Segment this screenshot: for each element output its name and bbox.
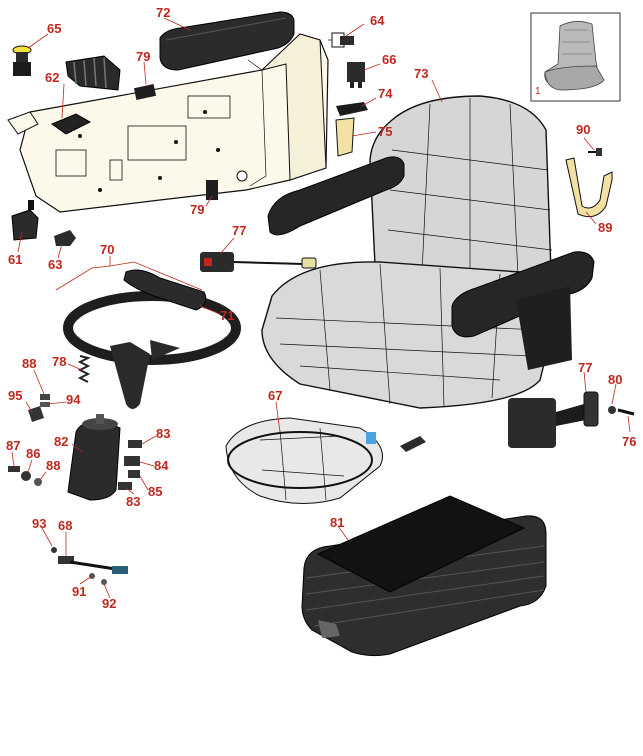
relay-66 [347, 62, 365, 88]
callout-73: 73 [414, 66, 428, 81]
callout-88a: 88 [22, 356, 36, 371]
bracket-89 [565, 157, 613, 218]
fittings-83-84-85 [118, 440, 142, 490]
callout-68: 68 [58, 518, 72, 533]
callout-78: 78 [52, 354, 66, 369]
callout-90: 90 [576, 122, 590, 137]
callout-70: 70 [100, 242, 114, 257]
callout-84: 84 [154, 458, 169, 473]
latch [400, 436, 426, 452]
connector-64 [328, 32, 354, 48]
bracket-75 [335, 117, 355, 157]
callout-61: 61 [8, 252, 22, 267]
seat-belt-77a [200, 252, 317, 272]
seat-plate-67 [225, 417, 383, 504]
switch-63 [54, 230, 76, 246]
rod-68 [51, 547, 128, 585]
bolt-80-76 [608, 406, 635, 416]
suspension-81 [301, 495, 547, 657]
switch-61 [11, 200, 39, 241]
steering-unit-82 [67, 414, 121, 501]
callout-numbers: 65 72 64 79 62 66 73 74 75 90 89 79 61 6… [6, 5, 636, 611]
callout-87: 87 [6, 438, 20, 453]
fittings-87-86-88 [8, 466, 42, 486]
strap-74 [336, 102, 368, 116]
seat-belt-77b [508, 391, 599, 448]
callout-91: 91 [72, 584, 86, 599]
callout-86: 86 [26, 446, 40, 461]
callout-63: 63 [48, 257, 62, 272]
dash-panel [7, 33, 329, 213]
callout-93: 93 [32, 516, 46, 531]
switch-79a [133, 84, 157, 100]
callout-62: 62 [45, 70, 59, 85]
callout-85: 85 [148, 484, 162, 499]
part-95 [28, 406, 44, 422]
callout-64: 64 [370, 13, 385, 28]
steering-wheel-70 [63, 291, 241, 409]
callout-71: 71 [220, 308, 234, 323]
cover-71 [123, 269, 207, 311]
callout-81: 81 [330, 515, 344, 530]
callout-83b: 83 [126, 494, 140, 509]
callout-77a: 77 [232, 223, 246, 238]
armrest-pad-72 [159, 11, 295, 71]
callout-94: 94 [66, 392, 81, 407]
inset-label: 1 [535, 86, 541, 97]
callout-65: 65 [47, 21, 61, 36]
callout-67: 67 [268, 388, 282, 403]
callout-66: 66 [382, 52, 396, 67]
part-94 [40, 402, 50, 407]
part-88a [40, 394, 50, 400]
seat-73 [261, 95, 595, 409]
callout-77b: 77 [578, 360, 592, 375]
callout-72: 72 [156, 5, 170, 20]
callout-82: 82 [54, 434, 68, 449]
inset-thumbnail: 1 [530, 12, 621, 102]
spring-78 [77, 355, 91, 383]
callout-79b: 79 [190, 202, 204, 217]
switch-79b [206, 180, 218, 200]
leader-lines [11, 17, 631, 599]
grip-62 [65, 55, 121, 91]
callout-75: 75 [378, 124, 392, 139]
callout-95: 95 [8, 388, 22, 403]
callout-92: 92 [102, 596, 116, 611]
callout-79a: 79 [136, 49, 150, 64]
bolt-90 [588, 148, 602, 156]
callout-83a: 83 [156, 426, 170, 441]
callout-74: 74 [378, 86, 393, 101]
callout-76: 76 [622, 434, 636, 449]
callout-89: 89 [598, 220, 612, 235]
plate-62 [50, 113, 92, 135]
callout-88b: 88 [46, 458, 60, 473]
key-switch-65 [12, 45, 32, 76]
callout-80: 80 [608, 372, 622, 387]
